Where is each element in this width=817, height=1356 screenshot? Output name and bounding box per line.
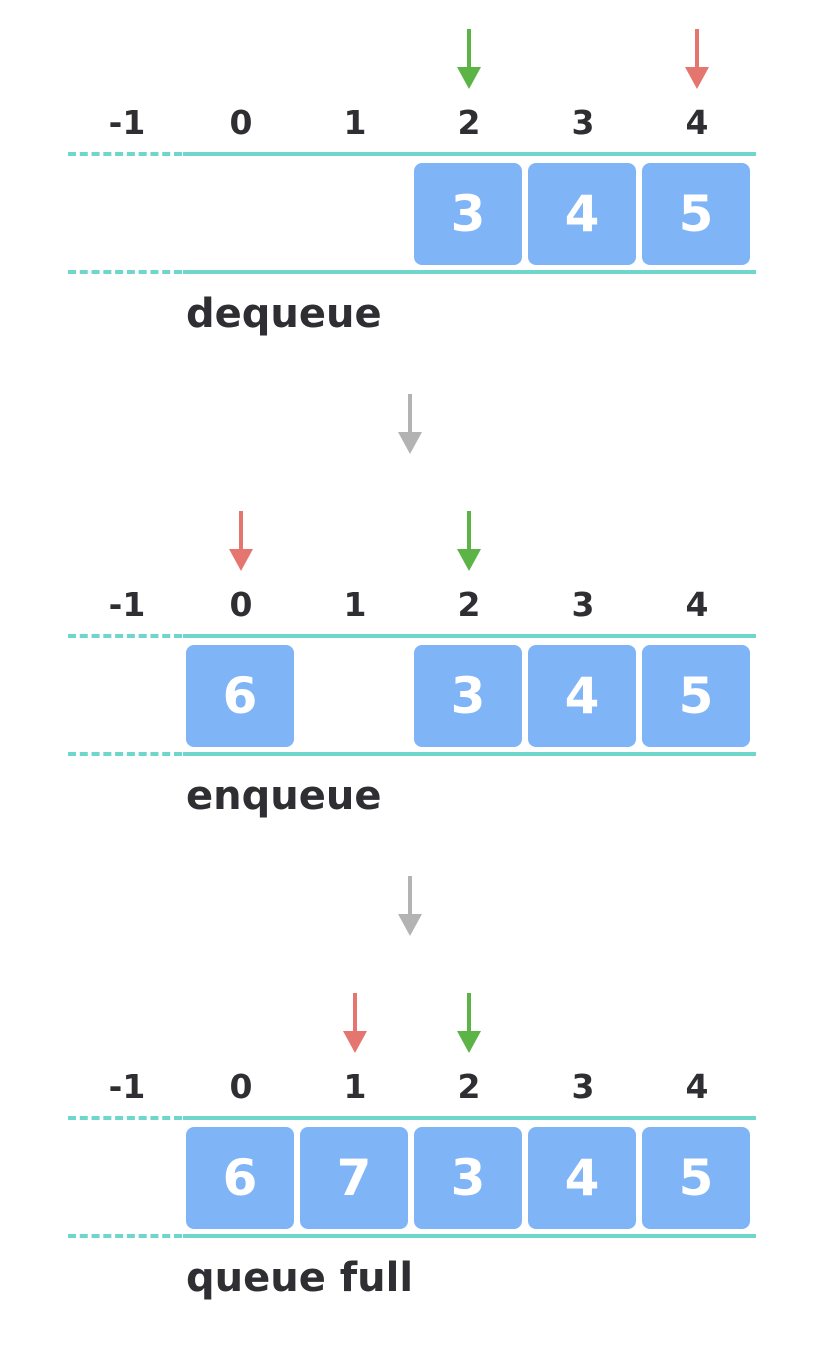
rail-top [183,1116,756,1120]
queue-cell: 3 [414,163,522,265]
rail-top-dashed [68,1116,182,1120]
queue-cell: 5 [642,645,750,747]
index-label: 4 [685,1067,709,1106]
index-label: 1 [343,585,367,624]
queue-cell: 4 [528,645,636,747]
front-pointer-icon [457,511,481,571]
index-label: -1 [108,103,146,142]
rear-pointer-icon [685,29,709,89]
index-label: 3 [571,585,595,624]
step-down-arrow-icon [398,394,422,454]
operation-caption: queue full [186,1255,414,1301]
rail-bottom [183,1234,756,1238]
rail-bottom [183,752,756,756]
rail-bottom-dashed [68,752,182,756]
rail-top-dashed [68,634,182,638]
index-label: 4 [685,585,709,624]
rail-bottom-dashed [68,1234,182,1238]
queue-cell: 4 [528,1127,636,1229]
index-label: -1 [108,585,146,624]
queue-cell: 3 [414,645,522,747]
operation-caption: enqueue [186,773,382,819]
index-label: 0 [229,103,253,142]
rail-bottom-dashed [68,270,182,274]
index-label: 1 [343,1067,367,1106]
queue-cell: 6 [186,645,294,747]
index-label: 2 [457,103,481,142]
index-label: 1 [343,103,367,142]
index-label: 2 [457,1067,481,1106]
rear-pointer-icon [343,993,367,1053]
queue-cell: 4 [528,163,636,265]
front-pointer-icon [457,29,481,89]
queue-cell: 5 [642,163,750,265]
index-label: 3 [571,1067,595,1106]
index-label: 0 [229,585,253,624]
front-pointer-icon [457,993,481,1053]
rail-top [183,634,756,638]
operation-caption: dequeue [186,291,382,337]
rail-top [183,152,756,156]
rail-bottom [183,270,756,274]
index-label: 3 [571,103,595,142]
rail-top-dashed [68,152,182,156]
index-label: 2 [457,585,481,624]
queue-cell: 6 [186,1127,294,1229]
rear-pointer-icon [229,511,253,571]
queue-cell: 5 [642,1127,750,1229]
queue-cell: 3 [414,1127,522,1229]
queue-cell: 7 [300,1127,408,1229]
index-label: 0 [229,1067,253,1106]
index-label: 4 [685,103,709,142]
index-label: -1 [108,1067,146,1106]
step-down-arrow-icon [398,876,422,936]
